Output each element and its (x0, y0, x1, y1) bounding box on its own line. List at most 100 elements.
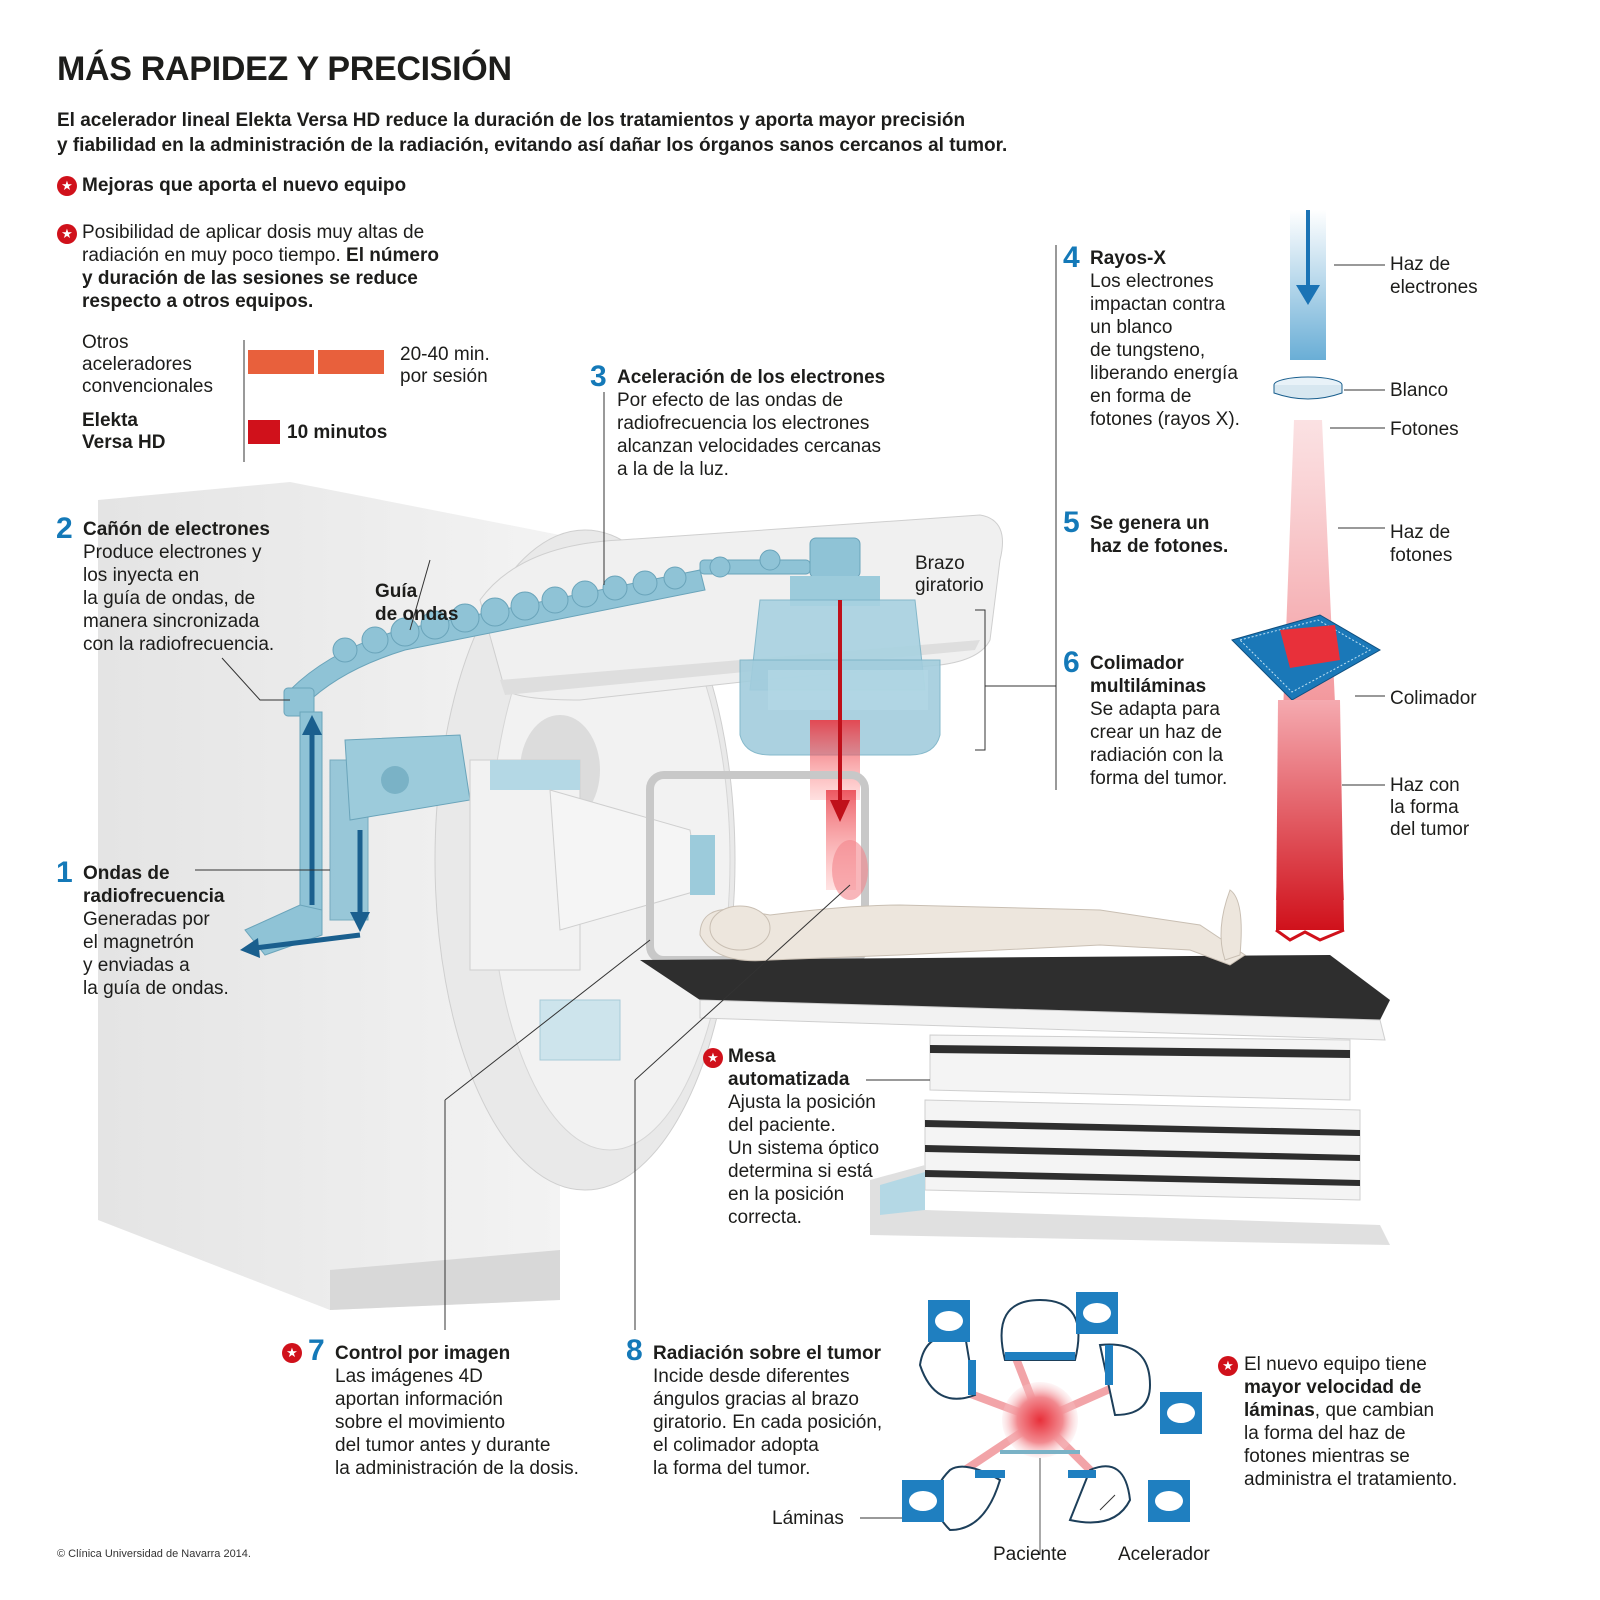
leaves-note-line: la forma del haz de (1244, 1423, 1406, 1444)
elekta-label-line: Versa HD (82, 432, 166, 453)
leaves-note-line: administra el tratamiento. (1244, 1469, 1458, 1490)
leaf-shapes (902, 1292, 1202, 1522)
step-4-body: fotones (rayos X). (1090, 409, 1240, 430)
label-target: Blanco (1390, 380, 1449, 401)
step-4-body: impactan contra (1090, 294, 1226, 315)
label-photons: Fotones (1390, 419, 1459, 440)
leaves-note: El nuevo equipo tiene mayor velocidad de… (1244, 1353, 1457, 1491)
couch-body: en la posición (728, 1184, 845, 1205)
rf-piping (240, 711, 471, 958)
step-3-title: Aceleración de los electrones (617, 367, 886, 388)
legend-text: Mejoras que aporta el nuevo equipo (82, 175, 407, 196)
step-2-body: con la radiofrecuencia. (83, 634, 275, 655)
label-collimator: Colimador (1390, 688, 1477, 709)
others-bar-segment-1 (248, 350, 314, 374)
step-8-body: ángulos gracias al brazo (653, 1389, 859, 1410)
others-label-line: aceleradores (82, 354, 192, 375)
leaves-note-line: fotones mientras se (1244, 1446, 1410, 1467)
step-1-body: la guía de ondas. (83, 978, 229, 999)
star-icon: ★ (1218, 1356, 1238, 1376)
step-8-body: la forma del tumor. (653, 1458, 811, 1479)
step-7-body: sobre el movimiento (335, 1412, 506, 1433)
couch-title: automatizada (728, 1069, 850, 1090)
step-8-body: giratorio. En cada posición, (653, 1412, 883, 1433)
step-8-body: Incide desde diferentes (653, 1366, 850, 1387)
step-6-body: crear un haz de (1090, 722, 1223, 743)
step-2-body: Produce electrones y (83, 542, 262, 563)
electron-beam-line: Haz de (1390, 254, 1451, 275)
label-photon-beam: Haz de fotones (1390, 521, 1452, 567)
page-title: MÁS RAPIDEZ Y PRECISIÓN (57, 50, 512, 88)
step-7-title: Control por imagen (335, 1343, 511, 1364)
step-3-body: a la de la luz. (617, 459, 729, 480)
step-8-body: el colimador adopta (653, 1435, 819, 1456)
rotating-arm-label: Brazo giratorio (915, 553, 984, 597)
elekta-label-line: Elekta (82, 410, 138, 431)
step-2-title: Cañón de electrones (83, 519, 270, 540)
couch-body: determina si está (728, 1161, 873, 1182)
step-1-title: radiofrecuencia (83, 886, 225, 907)
step-5-title: Se genera un (1090, 513, 1210, 534)
intro-line-2: y fiabilidad en la administración de la … (57, 135, 1008, 156)
step-8-number: 8 (626, 1334, 643, 1367)
accelerator-head (739, 537, 941, 800)
step-1-body: y enviadas a (83, 955, 190, 976)
tumor-beam-line: la forma (1390, 797, 1459, 818)
step-4-body: liberando energía (1090, 363, 1238, 384)
step-8-title: Radiación sobre el tumor (653, 1343, 882, 1364)
label-tumor-beam: Haz con la forma del tumor (1390, 775, 1469, 841)
leader-lines (195, 245, 1385, 1519)
step-1-text: Ondas de radiofrecuencia Generadas por e… (83, 862, 229, 1000)
couch-title: Mesa (728, 1046, 776, 1067)
others-label-line: Otros (82, 332, 129, 353)
leaves-note-rest: , que cambian (1314, 1400, 1435, 1421)
step-6-title: Colimador (1090, 653, 1184, 674)
credit-text: © Clínica Universidad de Navarra 2014. (57, 1548, 251, 1560)
leaves-note-line: mayor velocidad de (1244, 1377, 1422, 1398)
waveguide-label-line: Guía (375, 581, 418, 602)
step-4-text: Rayos-X Los electrones impactan contra u… (1090, 247, 1240, 431)
treatment-couch (640, 955, 1390, 1245)
star-icon: ★ (57, 176, 77, 196)
step-6-text: Colimador multiláminas Se adapta para cr… (1090, 652, 1227, 790)
intro-text: El acelerador lineal Elekta Versa HD red… (57, 108, 1207, 158)
elekta-value: 10 minutos (287, 422, 388, 443)
imaging-panel (469, 759, 715, 1061)
couch-body: Ajusta la posición (728, 1092, 876, 1113)
elekta-label: Elekta Versa HD (82, 410, 165, 454)
rotating-arm-label-line: Brazo (915, 553, 965, 574)
star-icon: ★ (57, 224, 77, 244)
couch-body: Un sistema óptico (728, 1138, 880, 1159)
step-1-title: Ondas de (83, 863, 170, 884)
step-3-text: Aceleración de los electrones Por efecto… (617, 366, 885, 481)
label-electron-beam: Haz de electrones (1390, 253, 1478, 299)
step-4-body: un blanco (1090, 317, 1173, 338)
electron-beam-line: electrones (1390, 277, 1478, 298)
couch-body: correcta. (728, 1207, 802, 1228)
step-1-body: Generadas por (83, 909, 210, 930)
step-5-text: Se genera un haz de fotones. (1090, 512, 1228, 558)
step-1-number: 1 (56, 856, 73, 889)
couch-body: del paciente. (728, 1115, 836, 1136)
step-6-body: radiación con la (1090, 745, 1224, 766)
step-6-number: 6 (1063, 646, 1080, 679)
step-7-body: Las imágenes 4D (335, 1366, 483, 1387)
step-7-body: aportan información (335, 1389, 503, 1410)
step-4-body: de tungsteno, (1090, 340, 1206, 361)
improvement-bold: El número (346, 245, 439, 266)
step-8-text: Radiación sobre el tumor Incide desde di… (653, 1342, 882, 1480)
improvement-text: Posibilidad de aplicar dosis muy altas d… (82, 221, 522, 313)
intro-line-1: El acelerador lineal Elekta Versa HD red… (57, 110, 966, 131)
step-6-title: multiláminas (1090, 676, 1207, 697)
waveguide (283, 549, 811, 717)
tumor-beam-line: del tumor (1390, 819, 1470, 840)
photon-beam-line: fotones (1390, 545, 1453, 566)
beam-diagram (1231, 210, 1382, 942)
step-4-number: 4 (1063, 241, 1080, 274)
others-value: 20-40 min. por sesión (400, 344, 490, 388)
waveguide-label-line: de ondas (375, 604, 459, 625)
label-leaves: Láminas (772, 1508, 844, 1529)
others-label-line: convencionales (82, 376, 213, 397)
step-7-body: del tumor antes y durante (335, 1435, 551, 1456)
